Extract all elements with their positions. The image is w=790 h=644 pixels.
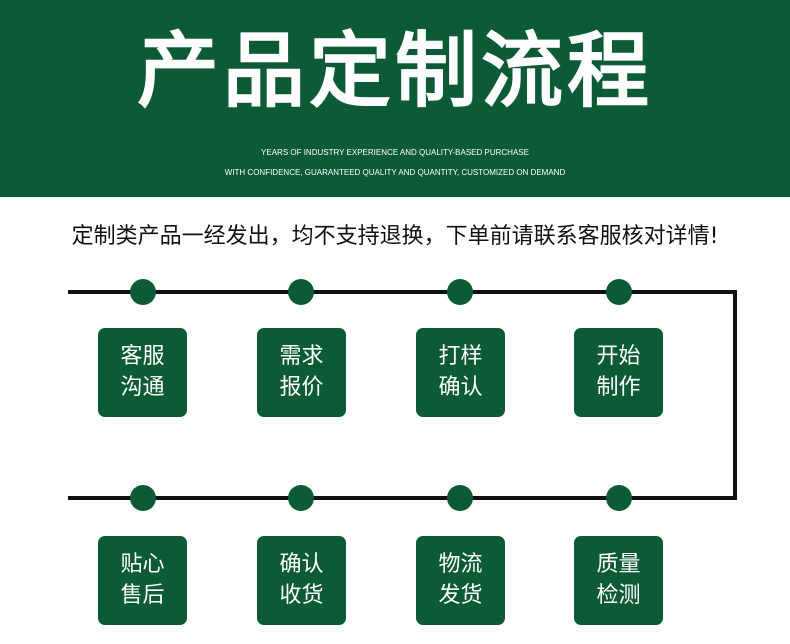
step-label-line: 贴心 xyxy=(120,552,165,577)
step-label-line: 确认 xyxy=(279,552,324,577)
flow-node-dot xyxy=(447,279,473,305)
step-customer-service: 客服 沟通 xyxy=(98,328,187,417)
flow-node-dot xyxy=(288,485,314,511)
step-label-line: 客服 xyxy=(120,344,165,369)
flow-node-dot xyxy=(130,485,156,511)
header-banner: 产品定制流程 YEARS OF INDUSTRY EXPERIENCE AND … xyxy=(0,0,790,197)
subtitle-line-2: WITH CONFIDENCE, GUARANTEED QUALITY AND … xyxy=(224,168,566,177)
step-label-line: 物流 xyxy=(438,552,483,577)
step-logistics-shipping: 物流 发货 xyxy=(416,536,505,625)
step-after-sales: 贴心 售后 xyxy=(98,536,187,625)
step-label-line: 发货 xyxy=(438,583,483,608)
flow-connector-path xyxy=(68,290,737,500)
flow-node-dot xyxy=(130,279,156,305)
step-label-line: 收货 xyxy=(279,583,324,608)
step-label-line: 报价 xyxy=(279,375,324,400)
step-label-line: 确认 xyxy=(438,375,483,400)
step-label-line: 打样 xyxy=(438,344,483,369)
step-label-line: 检测 xyxy=(596,583,641,608)
flow-node-dot xyxy=(288,279,314,305)
step-label-line: 售后 xyxy=(120,583,165,608)
step-label-line: 需求 xyxy=(279,344,324,369)
step-label-line: 质量 xyxy=(596,552,641,577)
step-label-line: 制作 xyxy=(596,375,641,400)
step-quality-inspection: 质量 检测 xyxy=(574,536,663,625)
step-sample-confirm: 打样 确认 xyxy=(416,328,505,417)
notice-text: 定制类产品一经发出，均不支持退换，下单前请联系客服核对详情! xyxy=(71,224,719,249)
step-label-line: 开始 xyxy=(596,344,641,369)
flow-node-dot xyxy=(447,485,473,511)
subtitle-line-1: YEARS OF INDUSTRY EXPERIENCE AND QUALITY… xyxy=(261,148,529,157)
step-label-line: 沟通 xyxy=(120,375,165,400)
step-requirement-quote: 需求 报价 xyxy=(257,328,346,417)
page-title: 产品定制流程 xyxy=(136,24,653,119)
step-confirm-receipt: 确认 收货 xyxy=(257,536,346,625)
flow-node-dot xyxy=(606,485,632,511)
step-start-production: 开始 制作 xyxy=(574,328,663,417)
flow-node-dot xyxy=(606,279,632,305)
